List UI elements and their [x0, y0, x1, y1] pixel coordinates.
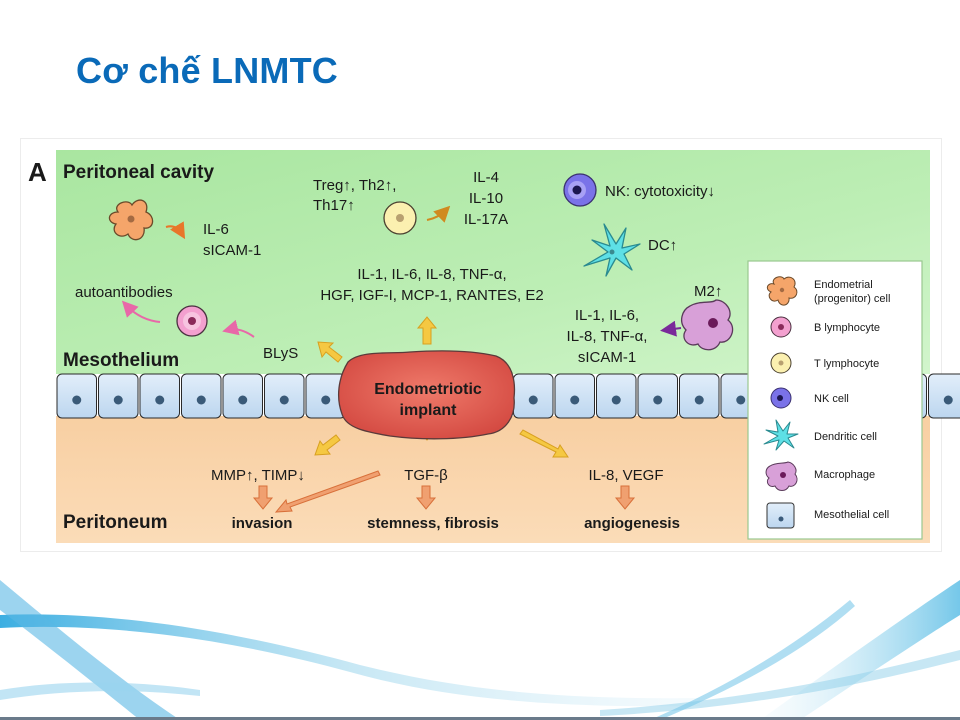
- svg-text:Dendritic cell: Dendritic cell: [814, 431, 877, 443]
- mesothelial-nucleus: [321, 395, 331, 405]
- arrow-tgf-to-invasion: [274, 470, 381, 513]
- endometriotic-implant: Endometriotic implant: [337, 350, 516, 440]
- legend-item-macrophage: Macrophage: [765, 461, 875, 491]
- label-implant-cytokines-1: IL-1, IL-6, IL-8, TNF-α,: [357, 266, 506, 283]
- nk-cell-icon: [563, 173, 597, 207]
- label-m2-il1: IL-1, IL-6,: [575, 307, 639, 324]
- legend: Endometrial (progenitor) cell B lymphocy…: [747, 260, 923, 540]
- slide-title: Cơ chế LNMTC: [76, 50, 338, 91]
- label-il8-vegf: IL-8, VEGF: [588, 467, 663, 484]
- mesothelial-nucleus: [943, 395, 953, 405]
- legend-item-endometrial: Endometrial (progenitor) cell: [766, 276, 890, 306]
- label-il4: IL-4: [473, 169, 499, 186]
- mesothelial-nucleus: [653, 395, 663, 405]
- legend-item-mesothelial-cell: Mesothelial cell: [766, 502, 889, 529]
- mesothelial-nucleus: [694, 395, 704, 405]
- svg-text:Mesothelial cell: Mesothelial cell: [814, 509, 889, 521]
- label-invasion: invasion: [232, 515, 293, 532]
- arrow-t-out: [426, 205, 451, 223]
- label-sicam1: sICAM-1: [203, 242, 261, 259]
- svg-text:(progenitor) cell: (progenitor) cell: [814, 293, 890, 305]
- legend-item-nk-cell: NK cell: [770, 387, 849, 409]
- arrow-il8-to-angiogenesis: [614, 485, 636, 510]
- label-il17a: IL-17A: [464, 211, 508, 228]
- decorative-wave-background: [0, 580, 960, 720]
- mesothelial-nucleus: [570, 395, 580, 405]
- label-stemness-fibrosis: stemness, fibrosis: [367, 515, 499, 532]
- arrow-implant-to-mmp: [314, 434, 341, 456]
- legend-item-t-lymphocyte: T lymphocyte: [770, 352, 879, 374]
- mesothelial-nucleus: [72, 395, 82, 405]
- label-m2-sicam1: sICAM-1: [578, 349, 636, 366]
- arrow-mmp-to-invasion: [252, 485, 274, 510]
- arrow-implant-to-il8: [519, 429, 569, 458]
- label-implant-cytokines-2: HGF, IGF-I, MCP-1, RANTES, E2: [320, 287, 543, 304]
- svg-text:Endometrial: Endometrial: [814, 279, 873, 291]
- arrow-implant-up: [416, 316, 438, 345]
- label-autoantibodies: autoantibodies: [75, 284, 173, 301]
- label-angiogenesis: angiogenesis: [584, 515, 680, 532]
- label-mmp-timp: MMP↑, TIMP↓: [211, 467, 305, 484]
- mesothelial-nucleus: [736, 395, 746, 405]
- mesothelial-nucleus: [113, 395, 123, 405]
- arrow-endometrial-out: [165, 221, 186, 240]
- mesothelial-nucleus: [528, 395, 538, 405]
- label-nk: NK: cytotoxicity↓: [605, 183, 715, 200]
- b-lymphocyte-icon: [176, 305, 208, 337]
- mesothelial-nucleus: [238, 395, 248, 405]
- svg-text:B lymphocyte: B lymphocyte: [814, 322, 880, 334]
- implant-label-2: implant: [400, 402, 458, 419]
- mesothelial-cell: [928, 373, 960, 419]
- dendritic-cell-icon: [583, 223, 641, 277]
- panel-label: A: [28, 157, 47, 187]
- arrow-implant-to-blys: [317, 341, 343, 363]
- endometrial-cell-icon: [108, 199, 154, 241]
- label-tgf-beta: TGF-β: [404, 467, 448, 484]
- macrophage-icon: [680, 299, 734, 351]
- slide-bottom-border: [0, 717, 960, 720]
- label-il10: IL-10: [469, 190, 503, 207]
- implant-label-1: Endometriotic: [374, 381, 482, 398]
- svg-text:NK cell: NK cell: [814, 393, 849, 405]
- peritoneum-label: Peritoneum: [63, 512, 168, 533]
- svg-text:T lymphocyte: T lymphocyte: [814, 358, 879, 370]
- label-dc: DC↑: [648, 237, 677, 254]
- legend-item-dendritic-cell: Dendritic cell: [763, 419, 877, 451]
- arrow-b-to-autoantibodies: [121, 300, 161, 323]
- arrow-m2-out: [660, 320, 682, 337]
- svg-text:Macrophage: Macrophage: [814, 469, 875, 481]
- legend-item-b-lymphocyte: B lymphocyte: [770, 316, 880, 338]
- label-blys: BLyS: [263, 345, 298, 362]
- mesothelium-label: Mesothelium: [63, 350, 179, 371]
- peritoneal-cavity-label: Peritoneal cavity: [63, 162, 214, 183]
- mesothelial-nucleus: [611, 395, 621, 405]
- mesothelial-nucleus: [279, 395, 289, 405]
- mesothelial-nucleus: [196, 395, 206, 405]
- label-m2: M2↑: [694, 283, 722, 300]
- mesothelial-nucleus: [155, 395, 165, 405]
- label-treg: Treg↑, Th2↑,: [313, 177, 396, 194]
- t-lymphocyte-icon: [383, 201, 417, 235]
- label-th17: Th17↑: [313, 197, 355, 214]
- label-m2-il8: IL-8, TNF-α,: [567, 328, 648, 345]
- arrow-blys-to-b: [222, 319, 255, 338]
- arrow-tgf-to-stemness: [415, 485, 437, 510]
- label-il6: IL-6: [203, 221, 229, 238]
